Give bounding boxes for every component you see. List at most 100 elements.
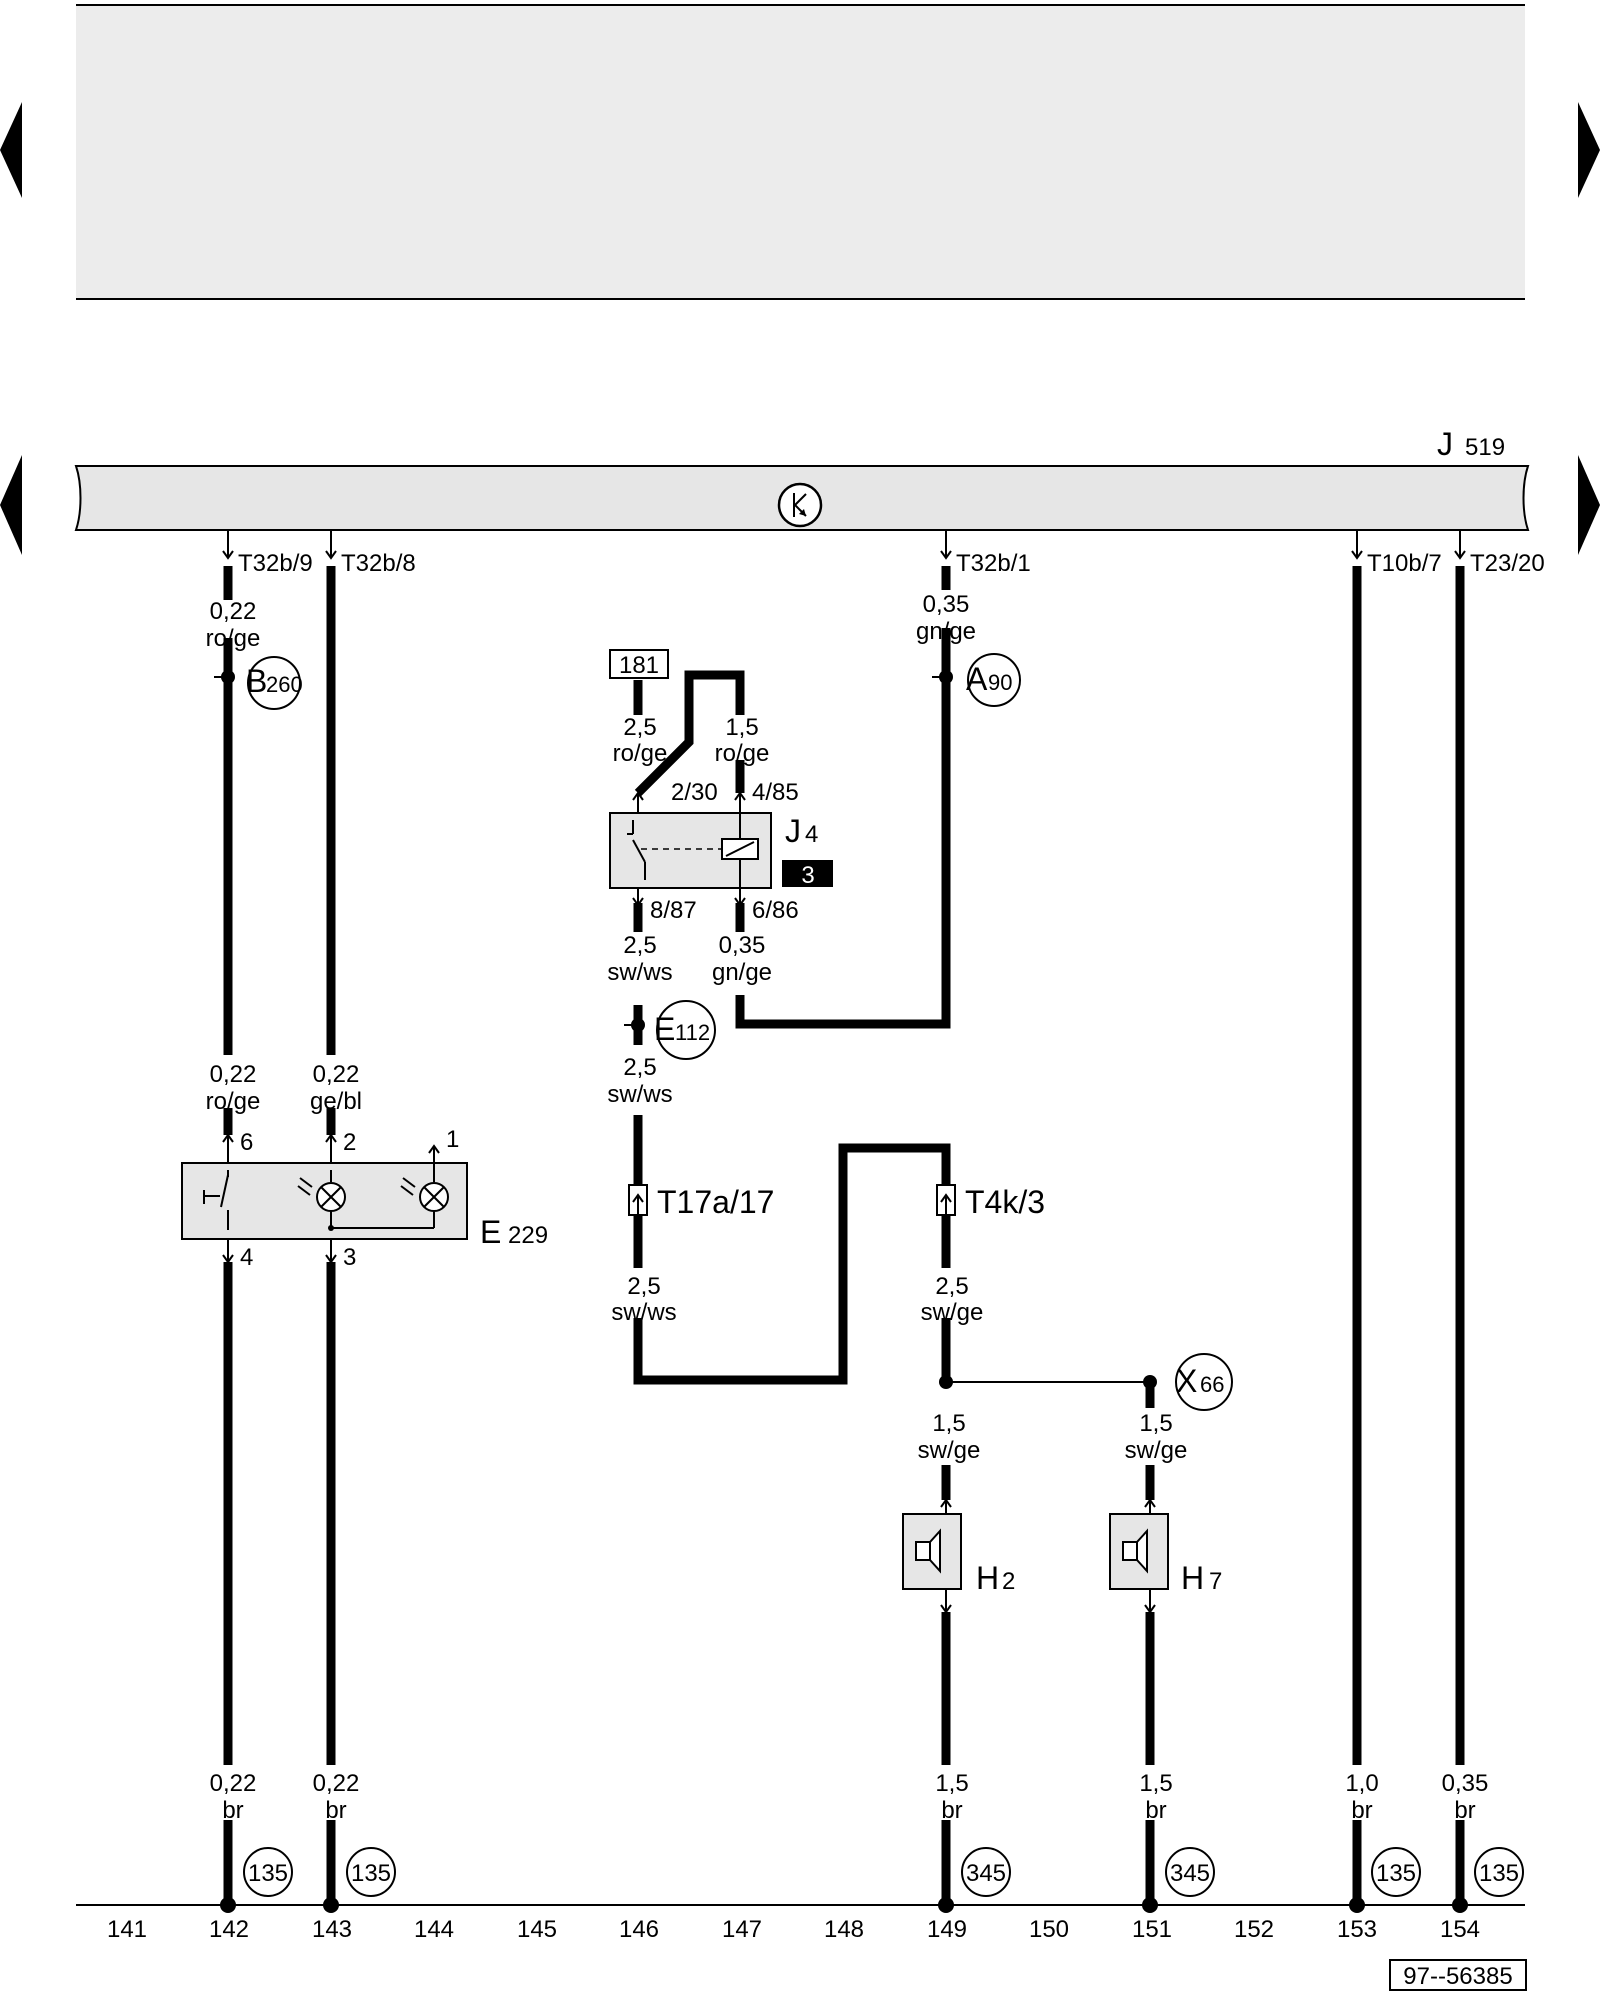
b4-gauge: 1,5 (1139, 1770, 1172, 1797)
w7-color: sw/ws (607, 1081, 672, 1108)
t4k3-label: T4k/3 (965, 1184, 1045, 1220)
connector-t32b1: T32b/1 (956, 550, 1031, 577)
horn-h7: H 7 (1109, 1498, 1222, 1614)
b6-gauge: 0,35 (1442, 1770, 1489, 1797)
connector-t10b7: T10b/7 (1367, 550, 1442, 577)
connector-t4k3: T4k/3 (936, 1184, 1045, 1220)
j519-letter: J (1437, 426, 1453, 462)
b260-letter: B (246, 663, 267, 699)
b2-gauge: 0,22 (313, 1770, 360, 1797)
pin-e229-3: 3 (343, 1244, 356, 1271)
x66-letter: X (1176, 1363, 1197, 1399)
track-148: 148 (824, 1916, 864, 1943)
w13-gauge: 1,5 (1139, 1410, 1172, 1437)
gnd-ref-143: 135 (351, 1860, 391, 1887)
w13-color: sw/ge (1125, 1437, 1188, 1464)
e229-pin-arrows (222, 1133, 440, 1264)
track-149: 149 (927, 1916, 967, 1943)
ground-bus (76, 1897, 1525, 1913)
w12-color: sw/ge (918, 1437, 981, 1464)
t17a17-label: T17a/17 (657, 1184, 774, 1220)
w8-color: ro/ge (206, 1088, 261, 1115)
w9-color: ge/bl (310, 1088, 362, 1115)
track-146: 146 (619, 1916, 659, 1943)
j519-control-unit: J 519 (74, 426, 1530, 531)
w10-gauge: 2,5 (627, 1273, 660, 1300)
a90-sub: 90 (988, 670, 1012, 695)
w5-gauge: 2,5 (623, 932, 656, 959)
w12-gauge: 1,5 (932, 1410, 965, 1437)
e112-letter: E (654, 1011, 675, 1047)
switch-e229: E 229 (181, 1152, 548, 1250)
connector-t32b9: T32b/9 (238, 550, 313, 577)
b2-color: br (325, 1797, 346, 1824)
e229-letter: E (480, 1214, 501, 1250)
splice-b260: B 260 (214, 656, 303, 710)
w5-color: sw/ws (607, 959, 672, 986)
pin-e229-4: 4 (240, 1244, 253, 1271)
wire-to-t4k (633, 1143, 951, 1385)
h7-letter: H (1181, 1560, 1204, 1596)
w4-gauge: 1,5 (725, 714, 758, 741)
pin-e229-1: 1 (446, 1126, 459, 1153)
splice-e112: E 112 (624, 1000, 716, 1060)
b1-gauge: 0,22 (210, 1770, 257, 1797)
w6-gauge: 0,35 (719, 932, 766, 959)
wire-a90-to-relay (735, 628, 951, 1029)
w2-color: gn/ge (916, 618, 976, 645)
w10-color: sw/ws (611, 1299, 676, 1326)
h2-letter: H (976, 1560, 999, 1596)
wiring (223, 566, 1465, 1905)
track-143: 143 (312, 1916, 352, 1943)
track-142: 142 (209, 1916, 249, 1943)
doc-number: 97--56385 (1403, 1963, 1512, 1990)
connector-t2320: T23/20 (1470, 550, 1545, 577)
w8-gauge: 0,22 (210, 1061, 257, 1088)
track-147: 147 (722, 1916, 762, 1943)
prev-page-arrow-icon-2[interactable] (0, 455, 22, 555)
empty-top-panel (76, 4, 1525, 300)
track-144: 144 (414, 1916, 454, 1943)
track-150: 150 (1029, 1916, 1069, 1943)
doc-number-box: 97--56385 (1389, 1959, 1527, 1991)
h7-sub: 7 (1209, 1568, 1222, 1595)
gnd-ref-142: 135 (248, 1860, 288, 1887)
track-145: 145 (517, 1916, 557, 1943)
w11-gauge: 2,5 (935, 1273, 968, 1300)
pin-j4-6-86: 6/86 (752, 897, 799, 924)
pin-j4-2-30: 2/30 (671, 779, 718, 806)
gnd-ref-153: 135 (1376, 1860, 1416, 1887)
wire-labels: 0,22 ro/ge 0,35 gn/ge 2,5 ro/ge 1,5 ro/g… (206, 591, 1489, 1824)
relay-j4: 181 J 4 3 (609, 649, 833, 889)
h2-sub: 2 (1002, 1568, 1015, 1595)
relay-pin-arrows (632, 791, 746, 907)
b260-sub: 260 (266, 672, 303, 697)
b6-color: br (1454, 1797, 1475, 1824)
track-154: 154 (1440, 1916, 1480, 1943)
w4-color: ro/ge (715, 740, 770, 767)
j4-sub: 4 (805, 821, 818, 848)
w2-gauge: 0,35 (923, 591, 970, 618)
w3-gauge: 2,5 (623, 714, 656, 741)
splice-x66: X 66 (939, 1353, 1233, 1411)
gnd-ref-151: 345 (1170, 1860, 1210, 1887)
e229-sub: 229 (508, 1222, 548, 1249)
prev-page-arrow-icon[interactable] (0, 102, 22, 198)
j4-letter: J (785, 813, 801, 849)
b5-gauge: 1,0 (1345, 1770, 1378, 1797)
pin-e229-2: 2 (343, 1129, 356, 1156)
splice-a90: A 90 (932, 653, 1021, 707)
pin-j4-8-87: 8/87 (650, 897, 697, 924)
b4-color: br (1145, 1797, 1166, 1824)
track-152: 152 (1234, 1916, 1274, 1943)
b3-gauge: 1,5 (935, 1770, 968, 1797)
ground-refs: 135 135 345 345 135 135 (243, 1847, 1524, 1897)
w11-color: sw/ge (921, 1299, 984, 1326)
control-unit-symbol-icon (777, 482, 823, 528)
next-page-arrow-icon[interactable] (1578, 102, 1600, 198)
relay-input-ref: 181 (619, 652, 659, 679)
b1-color: br (222, 1797, 243, 1824)
next-page-arrow-icon-2[interactable] (1578, 455, 1600, 555)
j519-sub: 519 (1465, 434, 1505, 461)
w3-color: ro/ge (613, 740, 668, 767)
